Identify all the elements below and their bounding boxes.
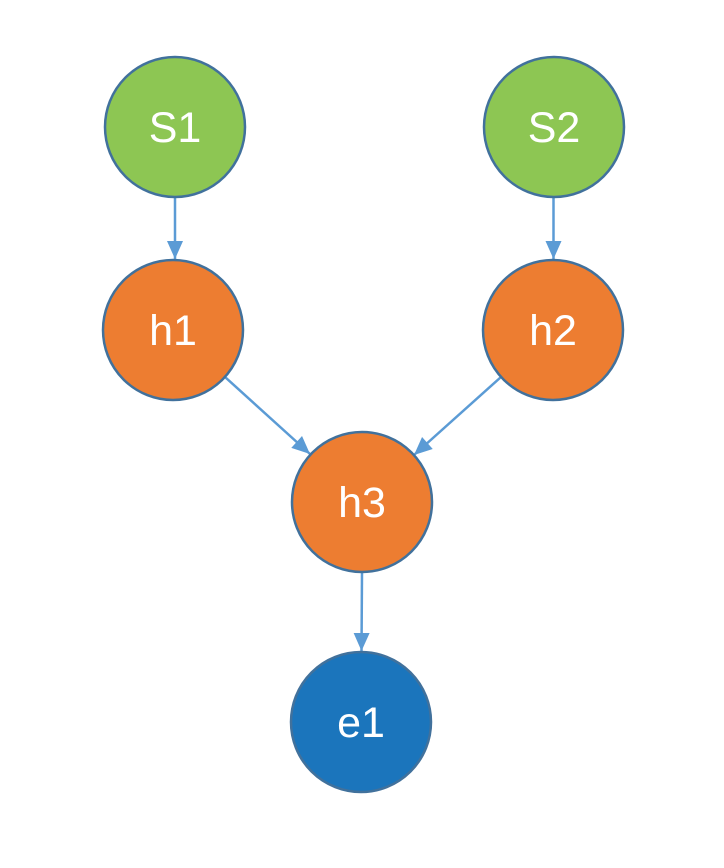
nodes-layer: S1 S2 h1 h2 h3 e1	[101, 55, 626, 794]
node-h3: h3	[290, 430, 434, 574]
edge-h3-e1	[353, 572, 370, 652]
node-s1-circle	[103, 55, 247, 199]
node-s2: S2	[482, 55, 626, 199]
node-h1-circle	[101, 258, 245, 402]
node-h2-circle	[481, 258, 625, 402]
node-h2: h2	[481, 258, 625, 402]
edge-h2-h3	[413, 376, 502, 456]
node-h1: h1	[101, 258, 245, 402]
node-e1-circle	[289, 650, 433, 794]
edge-h1-h3	[224, 376, 311, 455]
node-s1: S1	[103, 55, 247, 199]
node-s2-circle	[482, 55, 626, 199]
edges-layer	[167, 197, 562, 652]
node-h3-circle	[290, 430, 434, 574]
node-e1: e1	[289, 650, 433, 794]
